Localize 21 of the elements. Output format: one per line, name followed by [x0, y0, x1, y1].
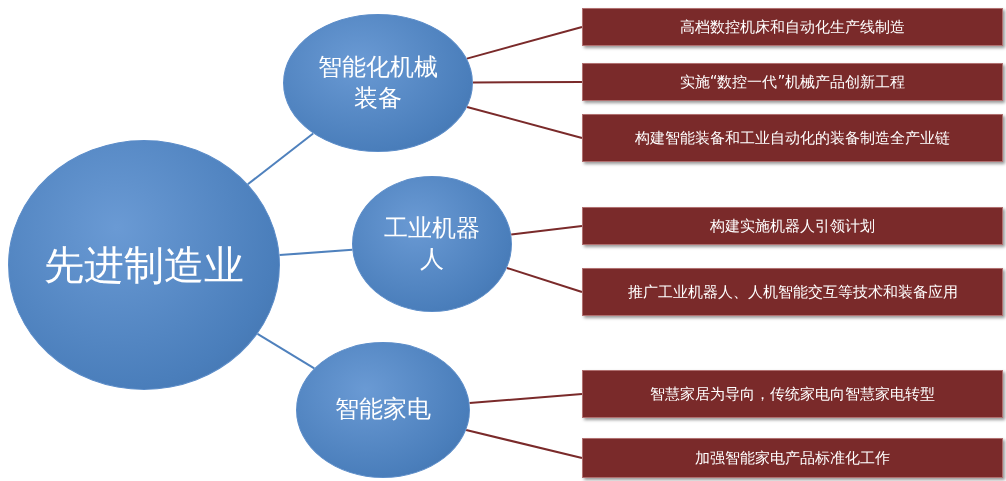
item-box: 构建智能装备和工业自动化的装备制造全产业链 — [582, 114, 1003, 162]
connector-line — [472, 81, 583, 84]
connector-line — [465, 429, 583, 459]
connector-line — [468, 393, 583, 405]
item-box: 构建实施机器人引领计划 — [582, 207, 1003, 245]
topic-circle: 工业机器人 — [352, 176, 512, 312]
connector-line — [505, 266, 583, 293]
connector-line — [256, 332, 316, 370]
item-box: 推广工业机器人、人机智能交互等技术和装备应用 — [582, 268, 1003, 316]
item-box: 实施“数控一代”机械产品创新工程 — [582, 63, 1003, 101]
connector-line — [278, 248, 354, 257]
central-circle: 先进制造业 — [8, 140, 280, 390]
connector-line — [466, 106, 583, 139]
item-box: 智慧家居为导向，传统家电向智慧家电转型 — [582, 370, 1003, 418]
connector-line — [510, 225, 583, 236]
item-box: 高档数控机床和自动化生产线制造 — [582, 8, 1003, 46]
item-box: 加强智能家电产品标准化工作 — [582, 438, 1003, 478]
connector-line — [465, 26, 583, 60]
topic-circle: 智能家电 — [296, 342, 470, 478]
connector-line — [246, 132, 315, 186]
topic-circle: 智能化机械装备 — [283, 14, 473, 152]
